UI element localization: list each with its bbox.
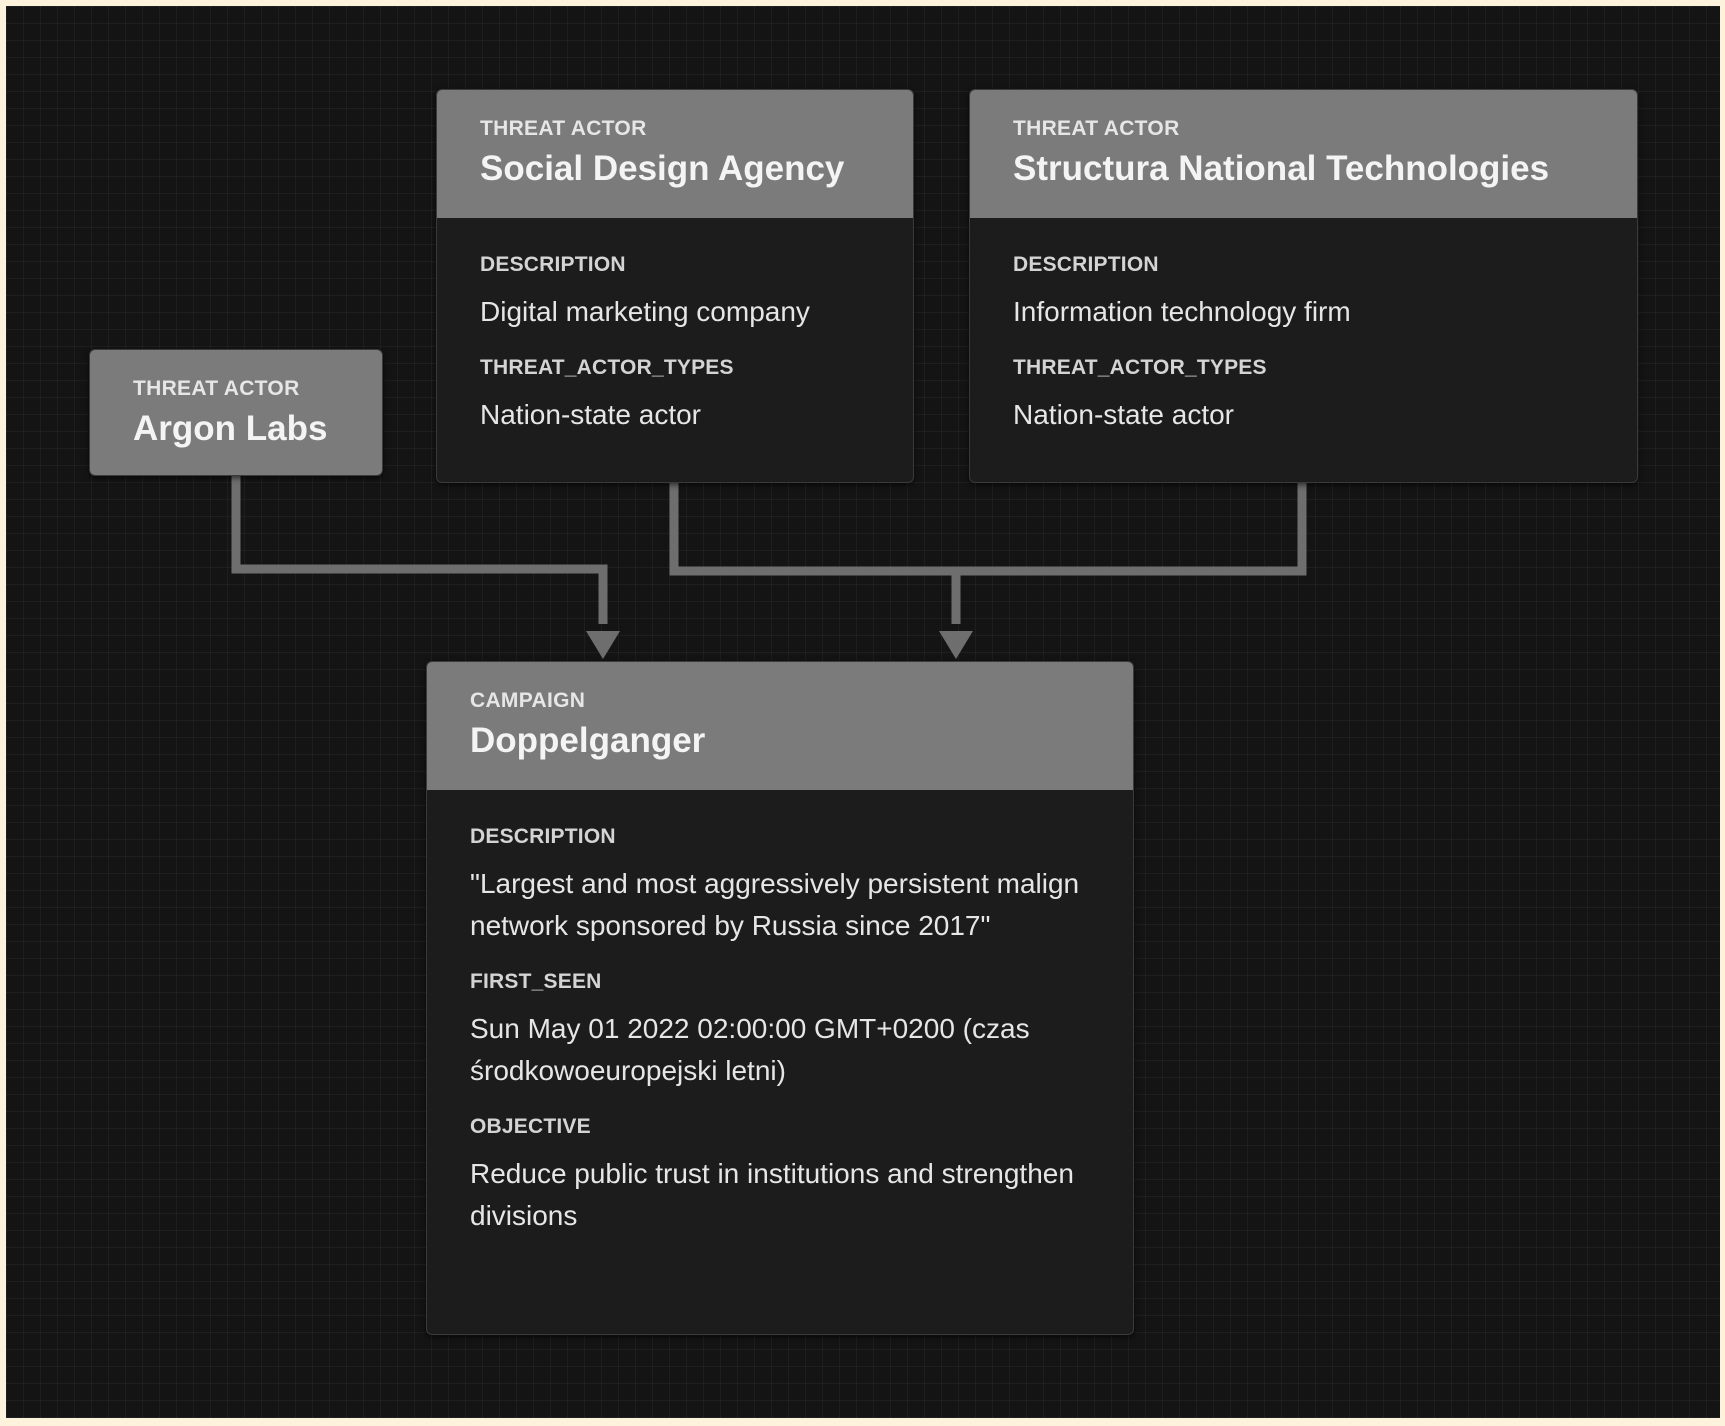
field-value-objective: Reduce public trust in institutions and … bbox=[470, 1158, 1074, 1231]
field-value-threat-actor-types: Nation-state actor bbox=[1013, 399, 1234, 430]
field-label-threat-actor-types: THREAT_ACTOR_TYPES bbox=[1013, 356, 1267, 379]
node-type-label: THREAT ACTOR bbox=[480, 117, 647, 140]
field-label-first-seen: FIRST_SEEN bbox=[470, 970, 602, 993]
diagram-canvas: THREAT ACTOR Argon Labs THREAT ACTOR Soc… bbox=[6, 6, 1720, 1418]
arrowhead-argon-campaign bbox=[586, 631, 620, 659]
node-title: Structura National Technologies bbox=[1013, 149, 1550, 188]
field-value-threat-actor-types: Nation-state actor bbox=[480, 399, 701, 430]
node-header: THREAT ACTOR Argon Labs bbox=[90, 350, 382, 475]
node-body: DESCRIPTION Digital marketing company TH… bbox=[437, 218, 913, 436]
edge-argon-to-campaign bbox=[231, 474, 608, 624]
field-label-objective: OBJECTIVE bbox=[470, 1115, 591, 1138]
node-campaign-doppelganger[interactable]: CAMPAIGN Doppelganger DESCRIPTION "Large… bbox=[426, 661, 1134, 1335]
field-label-description: DESCRIPTION bbox=[480, 253, 626, 276]
node-header: THREAT ACTOR Structura National Technolo… bbox=[970, 90, 1637, 218]
field-label-description: DESCRIPTION bbox=[470, 825, 616, 848]
node-title: Social Design Agency bbox=[480, 149, 845, 188]
node-social-design-agency[interactable]: THREAT ACTOR Social Design Agency DESCRI… bbox=[436, 89, 914, 483]
node-type-label: THREAT ACTOR bbox=[1013, 117, 1180, 140]
node-structura-national-technologies[interactable]: THREAT ACTOR Structura National Technolo… bbox=[969, 89, 1638, 483]
node-type-label: THREAT ACTOR bbox=[133, 377, 300, 400]
field-label-threat-actor-types: THREAT_ACTOR_TYPES bbox=[480, 356, 734, 379]
node-type-label: CAMPAIGN bbox=[470, 689, 586, 712]
node-title: Argon Labs bbox=[133, 409, 328, 448]
node-header: THREAT ACTOR Social Design Agency bbox=[437, 90, 913, 218]
node-header: CAMPAIGN Doppelganger bbox=[427, 662, 1133, 790]
node-title: Doppelganger bbox=[470, 721, 706, 760]
field-label-description: DESCRIPTION bbox=[1013, 253, 1159, 276]
field-value-description: Digital marketing company bbox=[480, 296, 810, 327]
connector-layer bbox=[231, 474, 1307, 659]
field-value-first-seen: Sun May 01 2022 02:00:00 GMT+0200 (czas … bbox=[470, 1013, 1030, 1086]
node-argon-labs[interactable]: THREAT ACTOR Argon Labs bbox=[89, 349, 383, 476]
node-body: DESCRIPTION Information technology firm … bbox=[970, 218, 1637, 436]
field-value-description: Information technology firm bbox=[1013, 296, 1351, 327]
arrowhead-actors-campaign bbox=[939, 631, 973, 659]
edge-sda-to-campaign bbox=[669, 481, 1307, 576]
field-value-description: "Largest and most aggressively persisten… bbox=[470, 868, 1080, 941]
node-body: DESCRIPTION "Largest and most aggressive… bbox=[427, 790, 1133, 1237]
